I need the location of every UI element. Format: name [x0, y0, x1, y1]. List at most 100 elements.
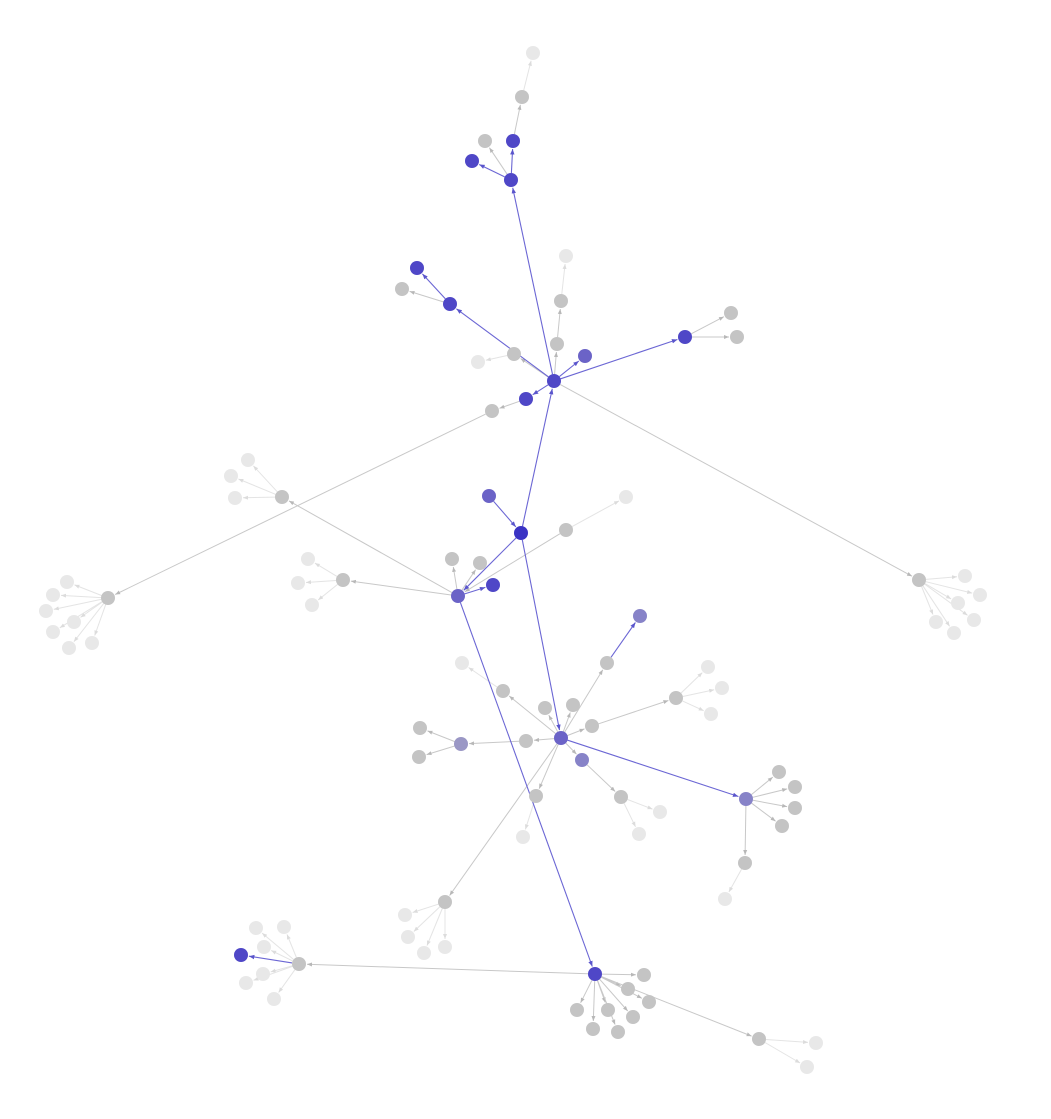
node-g-hb-8[interactable]: [611, 1025, 625, 1039]
node-g-l-3[interactable]: [538, 701, 552, 715]
node-g-right-a[interactable]: [724, 306, 738, 320]
node-f-bl-2[interactable]: [277, 920, 291, 934]
node-g-left-top[interactable]: [395, 282, 409, 296]
node-g-pr-2[interactable]: [788, 780, 802, 794]
node-f-fr-6[interactable]: [947, 626, 961, 640]
node-f-bl-5[interactable]: [239, 976, 253, 990]
node-blue-light-hub[interactable]: [578, 349, 592, 363]
node-g-l-4[interactable]: [566, 698, 580, 712]
node-blue-near-hub[interactable]: [519, 392, 533, 406]
node-blue-top-b[interactable]: [465, 154, 479, 168]
node-purple-left[interactable]: [454, 737, 468, 751]
node-blue-above-mid[interactable]: [482, 489, 496, 503]
node-g-up-2[interactable]: [554, 294, 568, 308]
node-f-l-1[interactable]: [455, 656, 469, 670]
node-f-fl-5[interactable]: [46, 625, 60, 639]
node-g-hb-2[interactable]: [621, 982, 635, 996]
node-purple-small[interactable]: [575, 753, 589, 767]
node-g-bl-hub[interactable]: [292, 957, 306, 971]
node-f-r-2[interactable]: [715, 681, 729, 695]
node-f-lm-1[interactable]: [301, 552, 315, 566]
node-hub-center[interactable]: [547, 374, 561, 388]
node-g-l-10[interactable]: [413, 721, 427, 735]
node-f-fr-2[interactable]: [973, 588, 987, 602]
node-g-top-chain[interactable]: [515, 90, 529, 104]
node-g-far-right[interactable]: [912, 573, 926, 587]
node-f-br-1[interactable]: [809, 1036, 823, 1050]
node-g-hb-7[interactable]: [586, 1022, 600, 1036]
node-f-bl-6[interactable]: [267, 992, 281, 1006]
node-g-pr-3[interactable]: [788, 801, 802, 815]
node-blue-right-of-left[interactable]: [486, 578, 500, 592]
node-f-r-3[interactable]: [704, 707, 718, 721]
node-f-lu-3[interactable]: [228, 491, 242, 505]
node-g-hubleft-a[interactable]: [445, 552, 459, 566]
node-f-c-1[interactable]: [653, 805, 667, 819]
node-f-fl-4[interactable]: [67, 615, 81, 629]
node-g-l-7[interactable]: [669, 691, 683, 705]
node-g-top-side[interactable]: [478, 134, 492, 148]
node-f-up[interactable]: [559, 249, 573, 263]
node-g-hb-5[interactable]: [601, 1003, 615, 1017]
node-f-c-2[interactable]: [632, 827, 646, 841]
node-f-lu-1[interactable]: [241, 453, 255, 467]
node-g-l-1[interactable]: [600, 656, 614, 670]
node-f-ll-4[interactable]: [438, 940, 452, 954]
node-f-pr[interactable]: [718, 892, 732, 906]
node-hub-bottom[interactable]: [588, 967, 602, 981]
node-g-l-6[interactable]: [519, 734, 533, 748]
node-f-mr[interactable]: [619, 490, 633, 504]
node-g-hub-left[interactable]: [507, 347, 521, 361]
node-g-l-8[interactable]: [529, 789, 543, 803]
node-g-up-1[interactable]: [550, 337, 564, 351]
node-f-bl-1[interactable]: [249, 921, 263, 935]
node-blue-left-top[interactable]: [410, 261, 424, 275]
node-blue-top-parent[interactable]: [504, 173, 518, 187]
node-f-fl-3[interactable]: [39, 604, 53, 618]
node-g-low-left[interactable]: [438, 895, 452, 909]
node-blue-left-mid[interactable]: [443, 297, 457, 311]
node-f-ll-2[interactable]: [401, 930, 415, 944]
node-g-l-11[interactable]: [412, 750, 426, 764]
node-blue-top-a[interactable]: [506, 134, 520, 148]
node-purple-right-cluster[interactable]: [739, 792, 753, 806]
node-hub-lower[interactable]: [554, 731, 568, 745]
node-f-c-3[interactable]: [516, 830, 530, 844]
node-f-bl-3[interactable]: [257, 940, 271, 954]
node-g-pr-1[interactable]: [772, 765, 786, 779]
node-g-hb-6[interactable]: [570, 1003, 584, 1017]
node-g-left-mid[interactable]: [336, 573, 350, 587]
node-f-r-1[interactable]: [701, 660, 715, 674]
node-f-lm-3[interactable]: [305, 598, 319, 612]
node-f-fr-3[interactable]: [951, 596, 965, 610]
node-g-hubleft-b[interactable]: [473, 556, 487, 570]
node-g-left-upper[interactable]: [275, 490, 289, 504]
node-hub-left[interactable]: [451, 589, 465, 603]
node-hub-mid[interactable]: [514, 526, 528, 540]
node-blue-right[interactable]: [678, 330, 692, 344]
node-g-pr-5[interactable]: [738, 856, 752, 870]
node-f-bl-4[interactable]: [256, 967, 270, 981]
node-g-hb-3[interactable]: [642, 995, 656, 1009]
node-f-lm-2[interactable]: [291, 576, 305, 590]
node-g-far-left[interactable]: [101, 591, 115, 605]
node-purple-upper-right[interactable]: [633, 609, 647, 623]
node-f-br-2[interactable]: [800, 1060, 814, 1074]
node-f-hub-left[interactable]: [471, 355, 485, 369]
node-blue-bottom-left[interactable]: [234, 948, 248, 962]
node-g-l-9[interactable]: [614, 790, 628, 804]
node-f-fr-1[interactable]: [958, 569, 972, 583]
node-f-fl-7[interactable]: [62, 641, 76, 655]
node-f-fr-5[interactable]: [929, 615, 943, 629]
node-f-fl-1[interactable]: [60, 575, 74, 589]
node-g-l-5[interactable]: [585, 719, 599, 733]
node-g-l-2[interactable]: [496, 684, 510, 698]
node-f-ll-3[interactable]: [417, 946, 431, 960]
node-g-hb-4[interactable]: [626, 1010, 640, 1024]
node-f-top[interactable]: [526, 46, 540, 60]
node-g-lower-hub[interactable]: [485, 404, 499, 418]
node-f-lu-2[interactable]: [224, 469, 238, 483]
node-g-hb-9[interactable]: [752, 1032, 766, 1046]
node-g-pr-4[interactable]: [775, 819, 789, 833]
